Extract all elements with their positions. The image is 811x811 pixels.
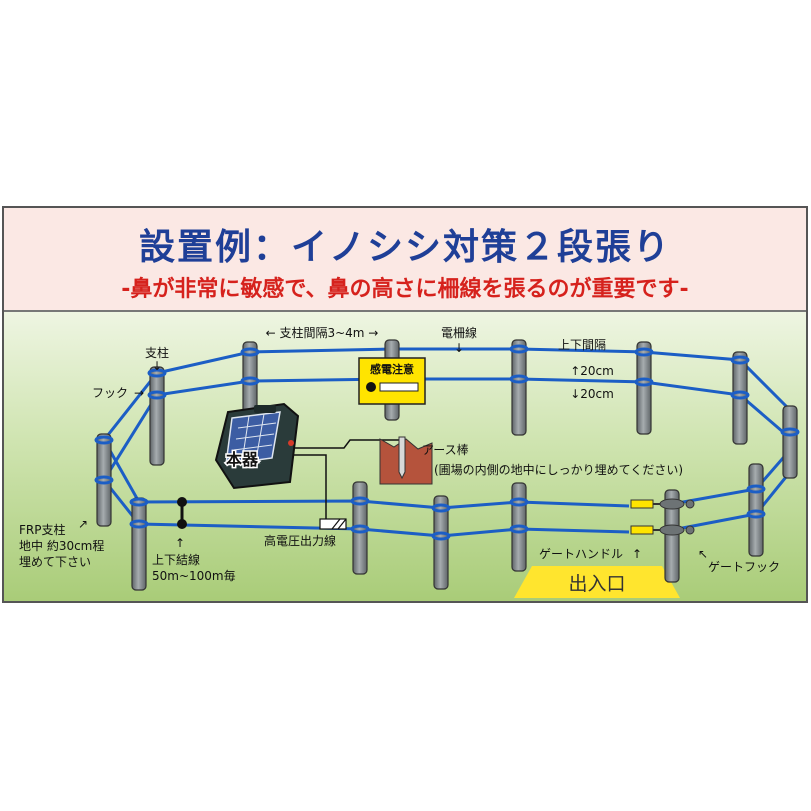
tie-wire-label-1: 上下結線 bbox=[152, 552, 200, 567]
entrance-marker bbox=[514, 566, 680, 598]
tie-wire-arrow: ↑ bbox=[175, 536, 185, 550]
post-icon bbox=[433, 495, 449, 590]
spacing-bottom-label: ↓20cm bbox=[570, 387, 614, 401]
header: 設置例：イノシシ対策２段張り -鼻が非常に敏感で、鼻の高さに柵線を張るのが重要で… bbox=[4, 208, 806, 312]
earth-rod-note: (圃場の内側の地中にしっかり埋めてください) bbox=[434, 462, 683, 477]
back-wire-bottom bbox=[102, 377, 791, 481]
earth-rod-icon bbox=[379, 436, 433, 485]
frp-post-label-2: 地中 約30cm程 bbox=[19, 538, 104, 553]
page-title: 設置例：イノシシ対策２段張り bbox=[138, 227, 671, 268]
vertical-spacing-label: 上下間隔 bbox=[558, 338, 606, 352]
frp-post-label-3: 埋めて下さい bbox=[19, 555, 91, 569]
tie-wire-joint bbox=[177, 519, 187, 529]
post-hooks bbox=[94, 344, 800, 541]
warning-sign-label: 感電注意 bbox=[370, 362, 414, 376]
spacing-top-label: ↑20cm bbox=[570, 364, 614, 378]
post-icon bbox=[96, 433, 112, 527]
page-subtitle: -鼻が非常に敏感で、鼻の高さに柵線を張るのが重要です- bbox=[121, 277, 689, 302]
back-wire-top bbox=[102, 347, 792, 441]
hv-output-insulator bbox=[319, 518, 347, 530]
gate-handle-arrow: ↑ bbox=[632, 547, 642, 561]
wire-label: 電柵線 bbox=[441, 325, 477, 340]
wire-arrow: ↓ bbox=[454, 341, 464, 355]
gate-handle-label: ゲートハンドル bbox=[539, 547, 623, 561]
post-label: 支柱 bbox=[145, 345, 169, 360]
post-icon bbox=[149, 366, 165, 466]
earth-rod-label: アース棒 bbox=[422, 443, 469, 457]
post-spacing-label: ← 支柱間隔3~4m → bbox=[266, 325, 379, 340]
diagram-frame: 設置例：イノシシ対策２段張り -鼻が非常に敏感で、鼻の高さに柵線を張るのが重要で… bbox=[2, 206, 808, 603]
entrance-label: 出入口 bbox=[568, 573, 625, 595]
post-icon bbox=[511, 339, 527, 436]
front-wire-top bbox=[102, 439, 630, 510]
post-icon bbox=[131, 497, 147, 591]
unit-label: 本器 bbox=[226, 450, 259, 469]
post-icon bbox=[636, 341, 652, 435]
gate-hook-arrow: ↖ bbox=[698, 547, 708, 561]
hook-arrow: → bbox=[134, 386, 144, 400]
post-icon bbox=[664, 489, 680, 583]
energizer-unit-icon: 本器 bbox=[214, 402, 300, 490]
post-icon bbox=[782, 405, 798, 479]
tie-wire-joint bbox=[177, 497, 187, 507]
gate-hook-label: ゲートフック bbox=[708, 560, 780, 574]
hv-output-label: 高電圧出力線 bbox=[264, 533, 336, 548]
back-wires bbox=[102, 347, 792, 481]
frp-post-label-1: FRP支柱 bbox=[19, 522, 65, 537]
hv-output-wire bbox=[294, 454, 327, 524]
frp-post-arrow: ↗ bbox=[78, 517, 88, 531]
post-arrow: ↓ bbox=[152, 359, 162, 373]
warning-sign-icon: 感電注意 bbox=[358, 357, 426, 405]
gate-hook-icon bbox=[659, 498, 695, 536]
hook-label: フック bbox=[92, 386, 128, 400]
fence-diagram: 出入口 bbox=[4, 312, 806, 601]
tie-wire-label-2: 50m~100m毎 bbox=[152, 568, 236, 583]
